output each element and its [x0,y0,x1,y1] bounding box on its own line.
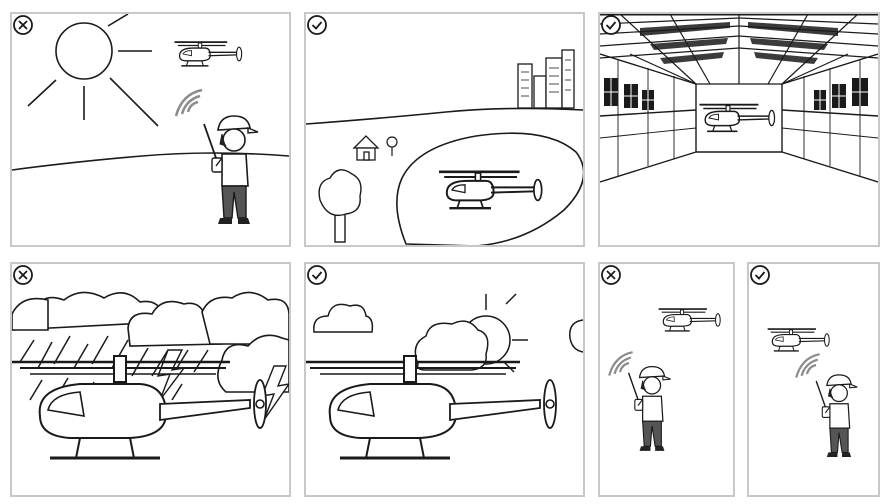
cross-circle-icon [601,265,621,285]
scene-open-field [306,49,583,245]
panel-helicopter-close [747,262,880,497]
panel-open-field [304,12,585,247]
cross-circle-icon [13,15,33,35]
tree [318,169,362,243]
panel-helicopter-too-far [598,262,735,497]
scene-thunderstorm [12,291,289,460]
flying-zone-outline [396,132,583,245]
window-mullions [604,78,868,110]
helicopter [437,170,544,210]
cloud [414,320,489,371]
helicopter [173,41,243,67]
scene-close [766,328,858,458]
lightning-bolt [156,349,186,401]
scene-sunny [12,14,289,225]
signal-waves [174,88,204,118]
check-circle-icon [307,15,327,35]
cross-circle-icon [13,265,33,285]
house-icon [352,135,380,161]
panel-indoor-hangar [598,12,880,247]
scene-hangar [600,14,878,183]
sun [55,22,113,80]
check-circle-icon [601,15,621,35]
city-skyline [517,49,575,109]
small-cloud [313,303,374,333]
check-circle-icon [307,265,327,285]
panel-sunny-outdoor [10,12,291,247]
helicopter [698,103,776,133]
hangar-structure [600,14,878,183]
helicopter-large [306,354,558,460]
horizon [306,107,583,125]
kid-with-remote [815,374,858,458]
panel-thunderstorm [10,262,291,497]
check-circle-icon [750,265,770,285]
scene-too-far [608,308,721,452]
kid-with-remote [203,115,259,225]
signal-waves [795,353,821,379]
scene-light-clouds [306,293,583,460]
sun-rays [27,14,159,127]
signal-waves [608,351,634,377]
cloud-edge [569,319,583,353]
helicopter [766,328,830,352]
small-tree [386,136,398,156]
kid-with-remote [627,365,672,452]
panel-light-clouds [304,262,585,497]
storm-clouds [12,291,289,393]
helicopter [657,308,721,332]
